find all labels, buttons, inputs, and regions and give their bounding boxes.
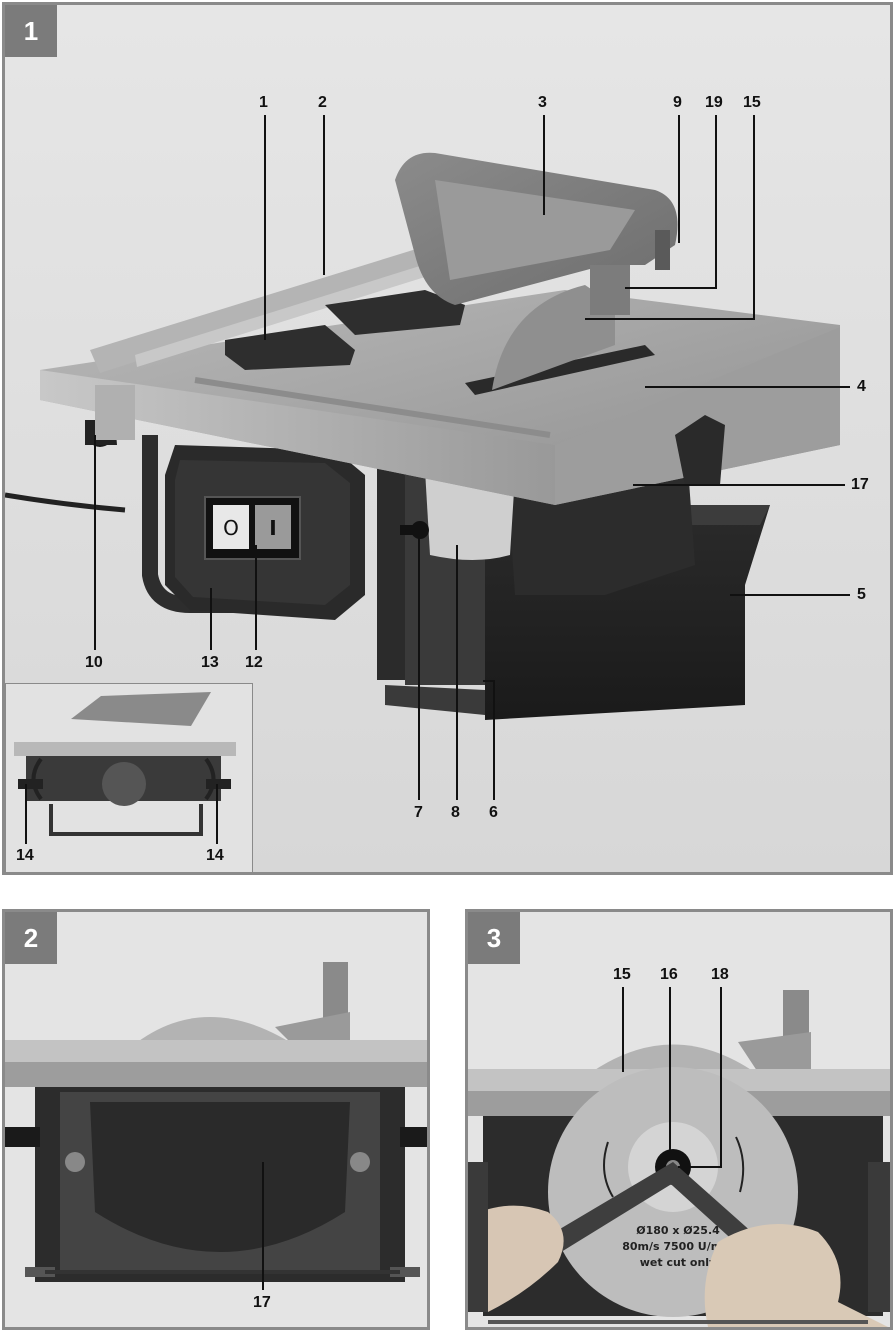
leader-1 bbox=[264, 115, 266, 340]
leader-4 bbox=[645, 386, 850, 388]
label-18: 18 bbox=[711, 966, 729, 983]
leader-16 bbox=[669, 987, 671, 1157]
leader-9 bbox=[678, 115, 680, 243]
label-6: 6 bbox=[489, 804, 498, 821]
label-5: 5 bbox=[857, 586, 866, 603]
label-16: 16 bbox=[660, 966, 678, 983]
label-17: 17 bbox=[851, 476, 869, 493]
leader-17 bbox=[633, 484, 845, 486]
leader-15 bbox=[622, 987, 624, 1072]
leader-6-h bbox=[483, 680, 495, 682]
label-15: 15 bbox=[743, 94, 761, 111]
leader-6-v bbox=[493, 680, 495, 800]
leader-15-v bbox=[753, 115, 755, 319]
figure-3: Ø180 x Ø25.4 80m/s 7500 U/min wet cut on… bbox=[465, 909, 893, 1330]
figure-1: O I bbox=[2, 2, 893, 875]
label-7: 7 bbox=[414, 804, 423, 821]
leader-13 bbox=[210, 588, 212, 650]
label-3: 3 bbox=[538, 94, 547, 111]
blade-text-line-2: 80m/s 7500 U/min bbox=[622, 1240, 734, 1253]
figure-number-badge: 2 bbox=[5, 912, 57, 964]
switch-on-symbol: I bbox=[269, 516, 276, 540]
leader-10 bbox=[94, 435, 96, 650]
inset-label-14-right: 14 bbox=[206, 847, 224, 864]
label-4: 4 bbox=[857, 378, 866, 395]
rear-view-photo bbox=[6, 684, 252, 872]
label-1: 1 bbox=[259, 94, 268, 111]
leader-17 bbox=[262, 1162, 264, 1290]
inset-leader-left bbox=[25, 784, 27, 844]
figure-2-photo bbox=[5, 912, 427, 1327]
leader-8 bbox=[456, 545, 458, 800]
blade-text-line-1: Ø180 x Ø25.4 bbox=[636, 1224, 720, 1237]
leader-3 bbox=[543, 115, 545, 215]
label-13: 13 bbox=[201, 654, 219, 671]
label-10: 10 bbox=[85, 654, 103, 671]
leader-12 bbox=[255, 545, 257, 650]
leader-18-v bbox=[720, 987, 722, 1167]
label-15: 15 bbox=[613, 966, 631, 983]
leader-7 bbox=[418, 533, 420, 800]
rear-view-inset: 14 14 bbox=[5, 683, 253, 872]
inset-label-14-left: 14 bbox=[16, 847, 34, 864]
figure-number-badge: 3 bbox=[468, 912, 520, 964]
leader-19-v bbox=[715, 115, 717, 288]
label-8: 8 bbox=[451, 804, 460, 821]
figure-2: 2 17 bbox=[2, 909, 430, 1330]
figure-3-photo: Ø180 x Ø25.4 80m/s 7500 U/min wet cut on… bbox=[468, 912, 890, 1327]
switch-off-symbol: O bbox=[223, 516, 239, 540]
leader-2 bbox=[323, 115, 325, 275]
leader-18-h bbox=[678, 1166, 722, 1168]
figure-number-badge: 1 bbox=[5, 5, 57, 57]
leader-15-h bbox=[585, 318, 755, 320]
leader-19-h bbox=[625, 287, 717, 289]
label-12: 12 bbox=[245, 654, 263, 671]
blade-text-line-3: wet cut only bbox=[640, 1256, 716, 1269]
leader-5 bbox=[730, 594, 850, 596]
label-2: 2 bbox=[318, 94, 327, 111]
label-17: 17 bbox=[253, 1294, 271, 1311]
label-19: 19 bbox=[705, 94, 723, 111]
inset-leader-right bbox=[216, 784, 218, 844]
label-9: 9 bbox=[673, 94, 682, 111]
